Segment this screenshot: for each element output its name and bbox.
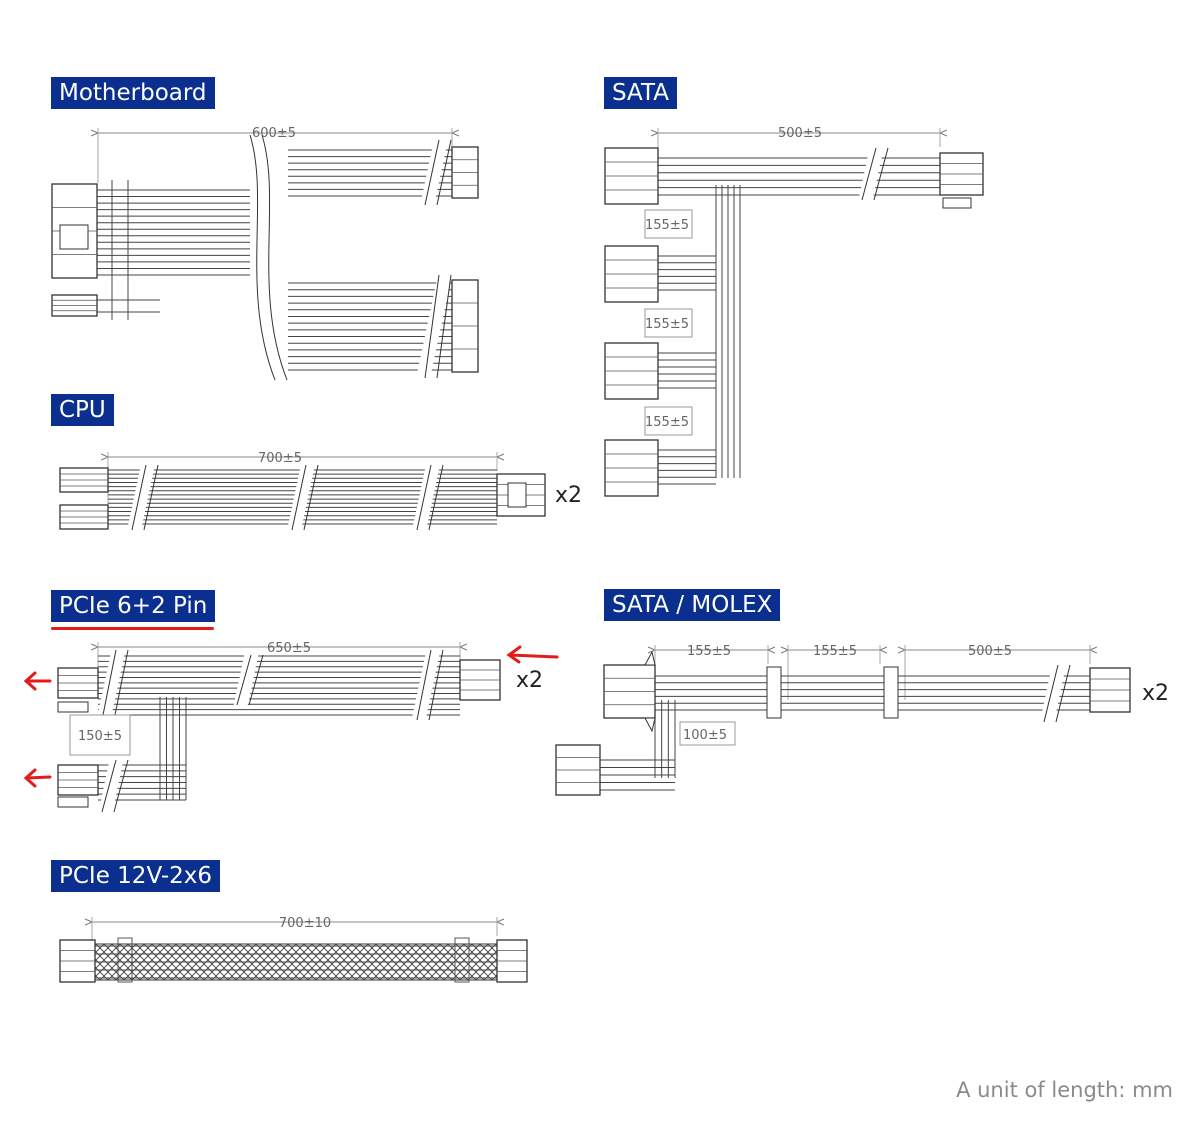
break-mark	[261, 134, 288, 381]
sata-length: 500±5	[778, 126, 822, 141]
red-arrow-icon	[506, 645, 559, 664]
connector-latch	[942, 197, 972, 209]
break-mark	[861, 147, 877, 201]
break-mark	[291, 464, 307, 531]
break-mark	[113, 759, 129, 813]
cpu-length: 700±5	[258, 451, 302, 466]
sata-spacing-2: 155±5	[645, 317, 689, 332]
red-underline-annotation	[51, 627, 214, 630]
break-mark	[428, 649, 444, 721]
cable-break	[416, 275, 452, 378]
cable-comb	[117, 937, 133, 983]
section-title-pcie-12v: PCIe 12V-2x6	[51, 860, 221, 892]
cable-break	[420, 140, 448, 205]
sata-molex-branch-length: 100±5	[683, 728, 727, 743]
motherboard-length: 600±5	[252, 126, 296, 141]
sata-connector	[766, 666, 782, 719]
section-title-pcie-6-2: PCIe 6+2 Pin	[51, 590, 216, 622]
molex-latch	[644, 650, 656, 733]
cable-break	[1039, 665, 1067, 722]
break-mark	[131, 464, 147, 531]
break-mark	[101, 759, 117, 813]
break-mark	[436, 139, 452, 206]
cable-comb	[454, 937, 470, 983]
sata-connector	[883, 666, 899, 719]
section-title-sata: SATA	[604, 77, 677, 109]
pcie-2pin-connector	[57, 796, 89, 808]
cable-break	[127, 465, 155, 530]
break-mark	[1055, 664, 1071, 723]
dimension-box	[69, 714, 131, 756]
pcie12v-length: 700±10	[279, 916, 331, 931]
dimension-box	[679, 721, 736, 746]
pcie62-length: 650±5	[267, 641, 311, 656]
pcie62-quantity: x2	[516, 668, 543, 693]
cable-break	[96, 650, 126, 720]
cable-break	[411, 650, 441, 720]
sata-molex-quantity: x2	[1142, 681, 1169, 706]
section-title-cpu: CPU	[51, 394, 114, 426]
cpu-quantity: x2	[555, 483, 582, 508]
break-mark	[303, 464, 319, 531]
sata-molex-length-2: 155±5	[813, 644, 857, 659]
connector-latch	[59, 224, 89, 250]
red-arrow-annotations	[23, 645, 559, 788]
section-title-motherboard: Motherboard	[51, 77, 215, 109]
connector-latch	[507, 482, 527, 508]
cable-break	[287, 465, 315, 530]
break-mark	[113, 649, 129, 721]
break-mark	[436, 274, 452, 379]
break-mark	[249, 134, 276, 381]
sata-spacing-1: 155±5	[645, 218, 689, 233]
break-mark	[416, 464, 432, 531]
cable-drawings	[51, 128, 1131, 983]
break-mark	[424, 139, 440, 206]
pcie62-branch-length: 150±5	[78, 729, 122, 744]
break-mark	[143, 464, 159, 531]
dimension-box	[644, 406, 693, 436]
cable-break	[233, 655, 259, 705]
break-mark	[248, 654, 264, 706]
sata-molex-length-1: 155±5	[687, 644, 731, 659]
break-mark	[428, 464, 444, 531]
cable-break	[412, 465, 440, 530]
sata-molex-length-3: 500±5	[968, 644, 1012, 659]
unit-note: A unit of length: mm	[956, 1078, 1173, 1102]
dimension-box	[644, 209, 693, 239]
dimension-box	[644, 308, 693, 338]
break-mark	[236, 654, 252, 706]
break-mark	[424, 274, 440, 379]
section-title-sata-molex: SATA / MOLEX	[604, 589, 781, 621]
cable-break	[98, 760, 124, 812]
break-mark	[1043, 664, 1059, 723]
red-arrow-icon	[23, 671, 52, 691]
break-mark	[416, 649, 432, 721]
pcie-2pin-connector	[57, 701, 89, 713]
sata-spacing-3: 155±5	[645, 415, 689, 430]
break-mark	[101, 649, 117, 721]
red-arrow-icon	[23, 768, 52, 788]
cable-break	[858, 148, 884, 200]
break-mark	[873, 147, 889, 201]
